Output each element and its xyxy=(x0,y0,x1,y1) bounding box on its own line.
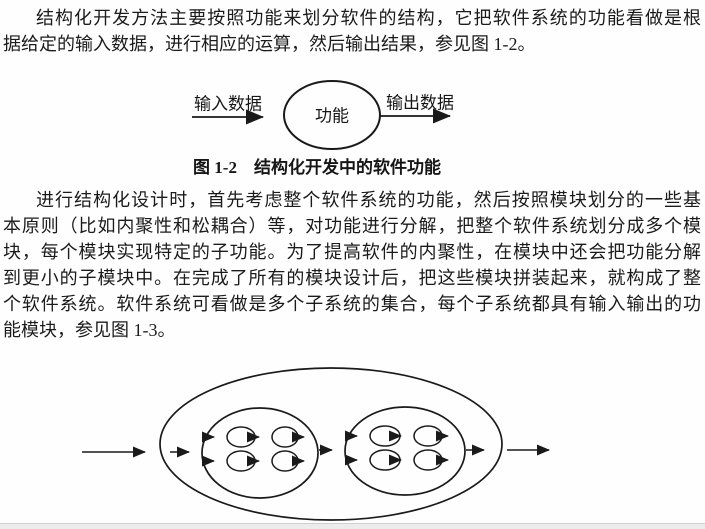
paragraph-1-line: 结构化开发方法主要按照功能来划分软件的结构，它把软件系统的功能看做是根 xyxy=(36,8,701,28)
module-ellipse xyxy=(369,425,401,447)
paragraph-2-line: 个软件系统。软件系统可看做是多个子系统的集合，每个子系统都具有输入输出的功 xyxy=(3,294,701,314)
function-ellipse xyxy=(283,80,381,150)
output-data-label: 输出数据 xyxy=(386,94,454,113)
figure-1-2-caption: 图 1-2 结构化开发中的软件功能 xyxy=(193,158,441,177)
paragraph-2-line: 进行结构化设计时，首先考虑整个软件系统的功能，然后按照模块划分的一些基 xyxy=(36,190,701,210)
subsystem-right xyxy=(344,406,466,496)
paragraph-2-line: 到更小的子模块中。在完成了所有的模块设计后，把这些模块拼装起来，就构成了整 xyxy=(3,268,701,288)
page-bottom-edge xyxy=(0,523,705,529)
subsystem-left xyxy=(201,407,319,499)
figure-1-2-diagram: 输入数据 功能 输出数据 xyxy=(192,80,454,150)
module-ellipse xyxy=(413,449,443,471)
paragraph-2: 进行结构化设计时，首先考虑整个软件系统的功能，然后按照模块划分的一些基 本原则（… xyxy=(3,187,701,343)
module-ellipse xyxy=(271,426,299,448)
input-data-label: 输入数据 xyxy=(194,95,262,114)
module-ellipse xyxy=(369,449,401,471)
paragraph-1: 结构化开发方法主要按照功能来划分软件的结构，它把软件系统的功能看做是根 据给定的… xyxy=(3,5,701,57)
paragraph-2-line: 块，每个模块实现特定的子功能。为了提高软件的内聚性，在模块中还会把功能分解 xyxy=(3,242,701,262)
module-ellipse xyxy=(226,450,256,472)
paragraph-1-line: 据给定的输入数据，进行相应的运算，然后输出结果，参见图 1-2。 xyxy=(3,34,536,54)
figure-1-3-diagram xyxy=(82,367,550,521)
module-ellipse xyxy=(226,426,256,448)
paragraph-2-line: 能模块，参见图 1-3。 xyxy=(3,320,176,340)
module-ellipse xyxy=(271,450,299,472)
module-ellipse xyxy=(413,425,443,447)
paragraph-2-line: 本原则（比如内聚性和松耦合）等，对功能进行分解，把整个软件系统划分成多个模 xyxy=(3,216,701,236)
function-label: 功能 xyxy=(315,107,349,126)
system-ellipse xyxy=(159,367,503,521)
subsystem-ellipse xyxy=(344,406,466,496)
subsystem-ellipse xyxy=(201,407,319,499)
